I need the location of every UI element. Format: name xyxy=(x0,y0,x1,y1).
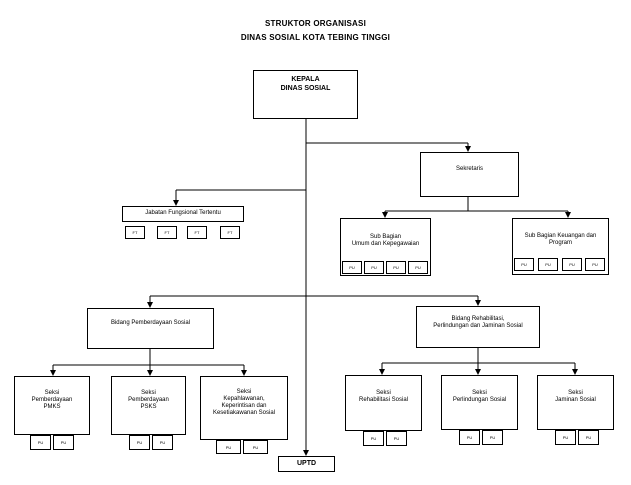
ft-box: FT xyxy=(125,226,145,239)
pu-box: PU xyxy=(129,435,150,450)
seksi-kepahlawanan-label-2: Keperintisan dan xyxy=(221,403,267,409)
ft-box: FT xyxy=(220,226,240,239)
pu-box: PU xyxy=(408,261,428,274)
seksi-rehabilitasi-label-1: Rehabilitasi Sosial xyxy=(358,397,409,403)
pu-box: PU xyxy=(538,258,558,271)
jabatan-fungsional-box: Jabatan Fungsional Tertentu xyxy=(122,206,244,222)
seksi-pmks-label-2: PMKS xyxy=(43,404,61,410)
pu-box: PU xyxy=(514,258,534,271)
kepala-label-0: KEPALA xyxy=(291,76,320,83)
seksi-kepahlawanan-label-0: Seksi xyxy=(236,389,252,395)
pu-box: PU xyxy=(482,430,503,445)
bidang-pemberdayaan-label-0: Bidang Pemberdayaan Sosial xyxy=(110,320,191,326)
pu-box: PU xyxy=(555,430,576,445)
seksi-jaminan-label-1: Jaminan Sosial xyxy=(555,397,596,403)
seksi-kepahlawanan-label-1: Kepahlawanan, xyxy=(223,396,265,402)
subbag-umum-label-0: Sub Bagian xyxy=(369,234,402,240)
ft-box: FT xyxy=(157,226,177,239)
pu-box: PU xyxy=(152,435,173,450)
seksi-rehabilitasi-label-0: Seksi xyxy=(376,390,391,396)
uptd-box: UPTD xyxy=(278,456,335,472)
uptd-label-0: UPTD xyxy=(296,460,317,467)
jabatan-fungsional-label-0: Jabatan Fungsional Tertentu xyxy=(145,210,221,216)
seksi-perlindungan-label-1: Perlindungan Sosial xyxy=(452,397,507,403)
chart-title-line2: DINAS SOSIAL KOTA TEBING TINGGI xyxy=(240,33,391,42)
pu-box: PU xyxy=(364,261,384,274)
pu-box: PU xyxy=(386,261,406,274)
pu-box: PU xyxy=(342,261,362,274)
pu-box: PU xyxy=(386,431,407,446)
bidang-rehabilitasi-box: Bidang Rehabilitasi,Perlindungan dan Jam… xyxy=(416,306,540,348)
pu-box: PU xyxy=(216,440,241,454)
seksi-psks-label-2: PSKS xyxy=(140,404,157,410)
sekretaris-box: Sekretaris xyxy=(420,152,519,197)
ft-box: FT xyxy=(187,226,207,239)
pu-box: PU xyxy=(363,431,384,446)
bidang-pemberdayaan-box: Bidang Pemberdayaan Sosial xyxy=(87,308,214,349)
kepala-label-1: DINAS SOSIAL xyxy=(280,85,331,92)
seksi-psks-label-1: Pemberdayaan xyxy=(128,397,169,403)
bidang-rehabilitasi-label-1: Perlindungan dan Jaminan Sosial xyxy=(433,323,523,329)
pu-box: PU xyxy=(53,435,74,450)
subbag-keuangan-label-0: Sub Bagian Keuangan dan xyxy=(524,233,597,239)
seksi-psks-label-0: Seksi xyxy=(141,390,156,396)
pu-box: PU xyxy=(30,435,51,450)
sekretaris-label-0: Sekretaris xyxy=(455,166,483,172)
seksi-kepahlawanan-label-3: Kesetiakawanan Sosial xyxy=(212,410,276,416)
kepala-box: KEPALA DINAS SOSIAL xyxy=(253,70,358,119)
subbag-umum-label-1: Umum dan Kepegawaian xyxy=(351,241,420,247)
seksi-pmks-label-1: Pemberdayaan xyxy=(31,397,73,403)
pu-box: PU xyxy=(243,440,268,454)
pu-box: PU xyxy=(562,258,582,271)
seksi-jaminan-label-0: Seksi xyxy=(568,390,583,396)
seksi-pmks-label-0: Seksi xyxy=(44,390,60,396)
pu-box: PU xyxy=(578,430,599,445)
pu-box: PU xyxy=(585,258,605,271)
subbag-keuangan-label-1: Program xyxy=(548,240,572,246)
seksi-perlindungan-label-0: Seksi xyxy=(472,390,487,396)
chart-title-line1: STRUKTOR ORGANISASI xyxy=(265,19,366,28)
bidang-rehabilitasi-label-0: Bidang Rehabilitasi, xyxy=(451,316,505,322)
pu-box: PU xyxy=(459,430,480,445)
